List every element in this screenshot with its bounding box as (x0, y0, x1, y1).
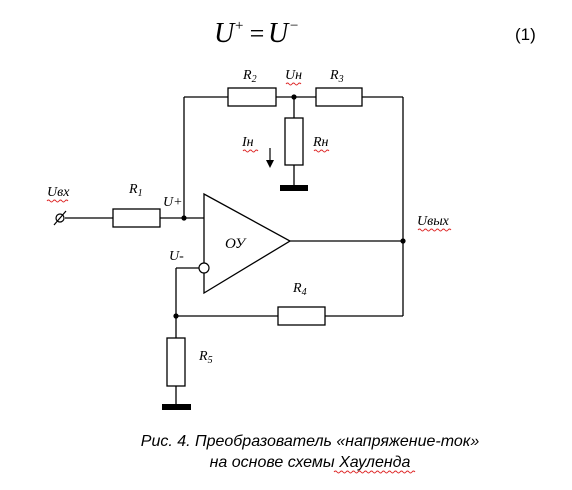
inverting-input-bubble (198, 262, 210, 274)
resistor-r4 (277, 306, 326, 326)
junctions (173, 94, 406, 319)
squiggle-rn (313, 149, 330, 153)
input-terminal-icon (53, 210, 67, 226)
resistor-rn (284, 117, 304, 166)
opamp-triangle (203, 192, 292, 295)
junction-plus (181, 215, 187, 221)
caption-line-1: Рис. 4. Преобразователь «напряжение-ток» (141, 433, 480, 450)
equation-lhs: U (214, 18, 236, 49)
junction-output (400, 238, 406, 244)
squiggle-in (242, 149, 259, 153)
equation-equals: = (248, 19, 266, 48)
component-labels: R2 Uн R3 Iн Rн R1 Uвх U+ U- Uвых R4 R5 (47, 68, 450, 366)
wires (65, 96, 404, 405)
label-uplus: U+ (163, 195, 183, 210)
resistor-r2 (227, 87, 277, 107)
label-rn: Rн (312, 135, 329, 150)
ground-rn-icon (280, 185, 308, 191)
equation-lhs-sup: + (234, 18, 244, 34)
label-r3: R3 (329, 68, 344, 85)
equation-rhs-sup: − (289, 18, 299, 34)
equation-rhs: U (268, 18, 290, 49)
label-in: Iн (241, 135, 254, 150)
label-uvyx: Uвых (417, 214, 450, 229)
squiggle-caption (333, 470, 416, 474)
label-un: Uн (285, 68, 302, 83)
figure-caption: Рис. 4. Преобразователь «напряжение-ток»… (141, 433, 480, 474)
caption-line-2: на основе схемы Хауленда (210, 454, 411, 471)
resistor-r3 (315, 87, 363, 107)
ground-r5-icon (162, 404, 191, 410)
label-uvx: Uвх (47, 185, 70, 200)
spellcheck-underlines (46, 82, 452, 232)
equation-number: (1) (515, 25, 536, 44)
opamp: ОУ (198, 192, 292, 295)
equation: U + = U − (1) (214, 18, 536, 49)
squiggle-uvx (46, 199, 69, 203)
current-arrow-icon (266, 148, 274, 168)
squiggle-un (285, 82, 302, 86)
junction-un (291, 94, 297, 100)
squiggle-uvyx (417, 228, 452, 232)
resistors (112, 87, 363, 387)
resistor-r1 (112, 208, 161, 228)
label-r4: R4 (292, 281, 307, 298)
label-r1: R1 (128, 182, 143, 199)
opamp-label: ОУ (225, 236, 247, 252)
resistor-r5 (166, 337, 186, 387)
label-r5: R5 (198, 349, 213, 366)
label-r2: R2 (242, 68, 257, 85)
junction-minus (173, 313, 179, 319)
label-uminus: U- (169, 249, 184, 264)
